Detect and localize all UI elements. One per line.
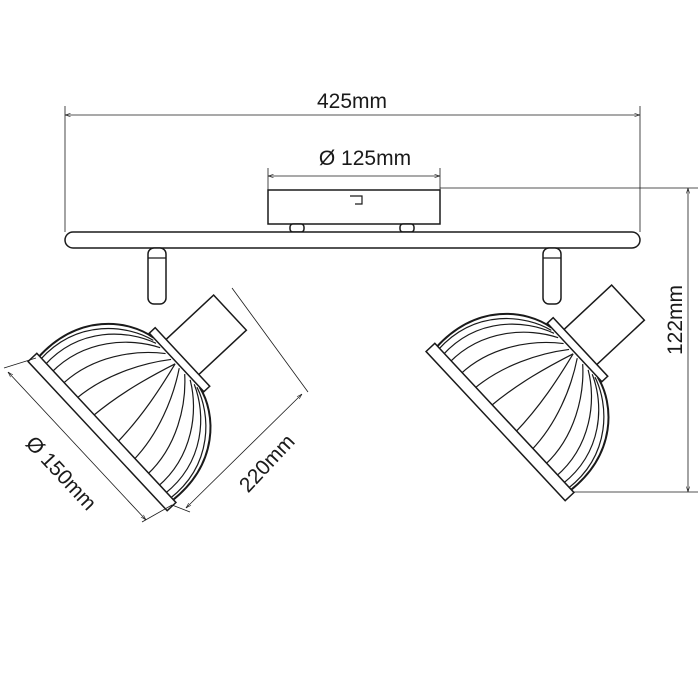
right-stem	[542, 247, 562, 305]
shade-diameter-dimension: Ø 150mm	[3, 357, 173, 523]
mounting-bar	[64, 231, 641, 249]
canopy-dimension: Ø 125mm	[267, 147, 441, 190]
canopy	[267, 189, 441, 233]
right-spot-lamp	[425, 227, 699, 502]
width-label: 425mm	[317, 90, 387, 113]
left-stem	[147, 247, 167, 305]
shade-diameter-label: Ø 150mm	[21, 432, 101, 515]
canopy-label: Ø 125mm	[319, 147, 411, 170]
width-dimension: 425mm	[64, 90, 641, 232]
spot-length-label: 220mm	[235, 430, 300, 497]
height-label: 122mm	[664, 285, 687, 355]
height-dimension: 122mm	[440, 187, 698, 493]
